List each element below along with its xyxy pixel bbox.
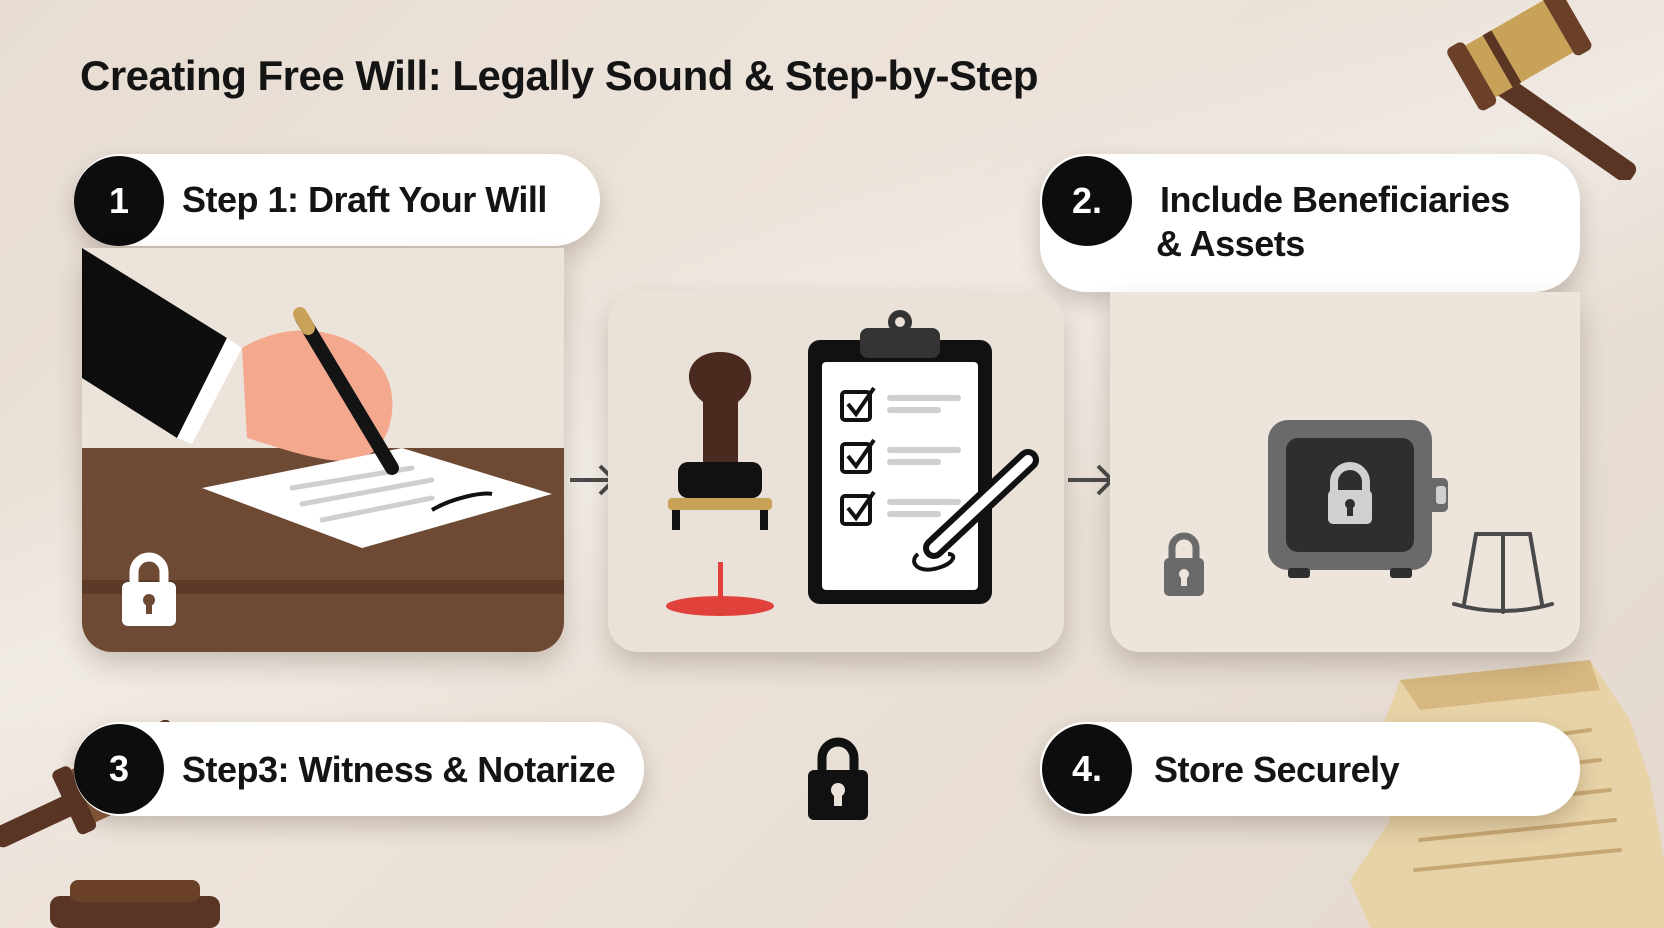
- step-3-number: 3: [74, 724, 164, 814]
- step-2-number: 2.: [1042, 156, 1132, 246]
- step-2-label-line1: Include Beneficiaries: [1160, 179, 1510, 220]
- page-title: Creating Free Will: Legally Sound & Step…: [80, 52, 1039, 99]
- gavel-icon: [1440, 0, 1664, 180]
- step-3-pill: [74, 722, 644, 816]
- step-3-label: Step3: Witness & Notarize: [182, 749, 616, 790]
- padlock-icon: [118, 552, 180, 626]
- step-1-label: Step 1: Draft Your Will: [182, 179, 547, 220]
- witness-notarize-panel: [608, 292, 1064, 652]
- step-2-label-line2: & Assets: [1156, 223, 1305, 264]
- store-securely-panel: [1110, 292, 1580, 652]
- step-2-pill: [1040, 154, 1580, 292]
- step-4-number: 4.: [1042, 724, 1132, 814]
- padlock-icon: [806, 734, 870, 820]
- step-1-number: 1: [74, 156, 164, 246]
- step-4-label: Store Securely: [1154, 749, 1400, 790]
